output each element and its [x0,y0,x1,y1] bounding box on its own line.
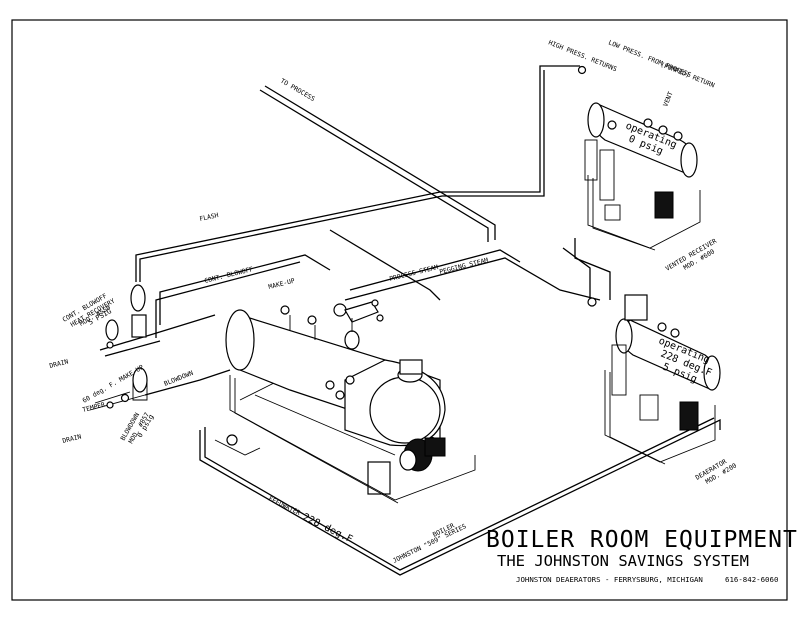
label-feedwater-temp: 228 deg.F [301,512,355,546]
deaerator: operating 228 deg.F 5 psig [587,294,721,465]
title-phone: 616-842-6060 [725,575,778,584]
label-make-up-top: MAKE-UP [268,277,296,291]
title-main: BOILER ROOM EQUIPMENT [486,527,798,553]
label-vent: VENT [661,90,674,107]
steam-valve-assembly [333,299,384,350]
label-blowdown: BLOWDOWN [163,369,195,388]
boiler [225,305,476,504]
drawing-border [11,19,788,601]
heat-recovery-unit [105,284,147,349]
title-company: JOHNSTON DEAERATORS - FERRYSBURG, MICHIG… [516,575,703,584]
label-drain-1: DRAIN [49,357,70,369]
label-cont-blowoff: CONT. BLOWOFF [204,265,255,285]
label-flash: FLASH [199,211,220,223]
label-to-process: TO PROCESS [279,77,316,103]
vented-receiver: operating 0 psig [577,65,701,251]
label-feedwater: FEEDWATER [267,495,302,517]
blowdown-tank [106,367,148,409]
title-subtitle: THE JOHNSTON SAVINGS SYSTEM [497,552,749,570]
title-block: BOILER ROOM EQUIPMENT THE JOHNSTON SAVIN… [486,527,798,584]
label-pumped-return: (PUMPED) RETURN [659,60,716,89]
label-drain-2: DRAIN [62,432,83,444]
piping [89,65,721,576]
